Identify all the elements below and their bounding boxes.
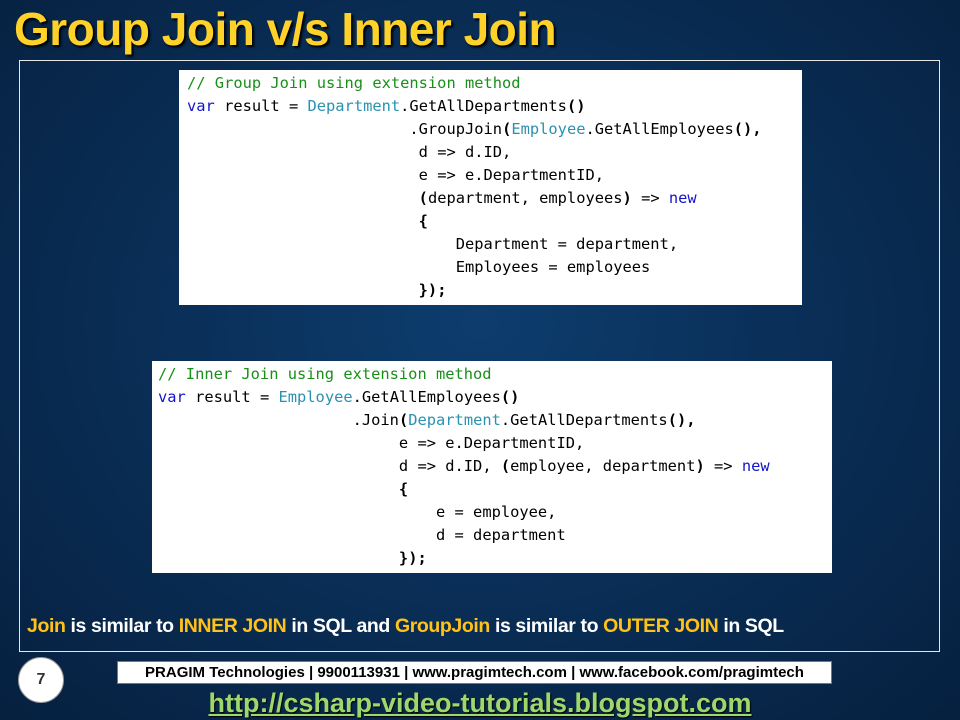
code-paren: )	[622, 189, 632, 207]
code-text: d => d.ID,	[418, 143, 512, 161]
code-indent	[187, 166, 419, 184]
code-text: d = department	[435, 526, 566, 544]
code-comment: // Group Join using extension method	[187, 74, 521, 92]
summary-outer-join: OUTER JOIN	[603, 615, 719, 637]
code-indent	[187, 212, 419, 230]
code-indent	[158, 411, 353, 429]
code-type: Employee	[511, 120, 586, 138]
code-comment: // Inner Join using extension method	[158, 365, 492, 383]
code-indent	[158, 480, 399, 498]
code-text: result =	[214, 97, 308, 115]
code-text: .GetAllDepartments	[400, 97, 567, 115]
code-indent	[158, 549, 399, 567]
code-line: });	[187, 279, 802, 302]
code-line: .Join(Department.GetAllDepartments(),	[158, 409, 832, 432]
code-line: });	[158, 547, 832, 570]
code-text: .GetAllDepartments	[500, 411, 668, 429]
code-keyword: var	[158, 388, 186, 406]
code-text: .GetAllEmployees	[585, 120, 734, 138]
code-line: d => d.ID,	[187, 141, 802, 164]
code-text: employee, department	[510, 457, 696, 475]
code-indent	[187, 281, 419, 299]
code-paren: (	[500, 457, 511, 475]
code-keyword: new	[741, 457, 770, 475]
code-indent	[187, 120, 409, 138]
code-brace: {	[418, 212, 428, 230]
code-line: (department, employees) => new	[187, 187, 802, 210]
code-paren: ()	[500, 388, 520, 406]
code-brace: });	[418, 281, 447, 299]
code-brace: });	[398, 549, 427, 567]
code-line: {	[158, 478, 832, 501]
summary-inner-join: INNER JOIN	[178, 615, 287, 637]
code-text: .GroupJoin	[409, 120, 503, 138]
code-paren: (),	[667, 411, 696, 429]
code-indent	[158, 503, 436, 521]
code-paren: (	[418, 189, 428, 207]
inner-join-code-block: // Inner Join using extension method var …	[152, 361, 832, 573]
code-text: Department = department,	[455, 235, 679, 253]
footer-info-bar: PRAGIM Technologies | 9900113931 | www.p…	[117, 661, 832, 684]
code-type: Employee	[278, 388, 353, 406]
code-paren: (	[502, 120, 512, 138]
code-line: e = employee,	[158, 501, 832, 524]
code-keyword: new	[668, 189, 697, 207]
code-paren: (),	[733, 120, 762, 138]
code-text: =>	[631, 189, 669, 207]
summary-text-part: in SQL	[718, 615, 784, 637]
code-line: // Group Join using extension method	[187, 72, 802, 95]
summary-text-part: in SQL and	[286, 615, 395, 637]
code-line: {	[187, 210, 802, 233]
code-line: var result = Department.GetAllDepartment…	[187, 95, 802, 118]
code-text: department, employees	[427, 189, 623, 207]
code-text: result =	[185, 388, 279, 406]
code-line: // Inner Join using extension method	[158, 363, 832, 386]
code-line: d = department	[158, 524, 832, 547]
summary-text: Join is similar to INNER JOIN in SQL and…	[27, 615, 784, 638]
slide-number-badge: 7	[18, 657, 64, 703]
code-text: .GetAllEmployees	[352, 388, 501, 406]
summary-text-part: is similar to	[65, 615, 179, 637]
code-indent	[187, 258, 456, 276]
code-paren: )	[695, 457, 705, 475]
slide-title: Group Join v/s Inner Join	[14, 3, 557, 55]
code-line: var result = Employee.GetAllEmployees()	[158, 386, 832, 409]
code-type: Department	[307, 97, 401, 115]
code-text: d => d.ID,	[398, 457, 501, 475]
group-join-code-block: // Group Join using extension method var …	[179, 70, 802, 305]
code-text: .Join	[352, 411, 399, 429]
code-indent	[187, 235, 456, 253]
code-indent	[158, 457, 399, 475]
code-indent	[187, 189, 419, 207]
summary-join: Join	[27, 615, 66, 637]
code-text: e => e.DepartmentID,	[398, 434, 585, 452]
summary-text-part: is similar to	[489, 615, 604, 637]
code-line: .GroupJoin(Employee.GetAllEmployees(),	[187, 118, 802, 141]
code-brace: {	[398, 480, 409, 498]
code-text: e = employee,	[435, 503, 557, 521]
code-text: e => e.DepartmentID,	[418, 166, 604, 184]
code-paren: ()	[566, 97, 586, 115]
summary-group-join: GroupJoin	[394, 615, 490, 637]
code-line: d => d.ID, (employee, department) => new	[158, 455, 832, 478]
code-line: Employees = employees	[187, 256, 802, 279]
content-frame	[19, 60, 940, 652]
code-line: e => e.DepartmentID,	[158, 432, 832, 455]
code-indent	[158, 434, 399, 452]
code-line: Department = department,	[187, 233, 802, 256]
code-indent	[187, 143, 419, 161]
code-indent	[158, 526, 436, 544]
blog-link[interactable]: http://csharp-video-tutorials.blogspot.c…	[208, 688, 752, 718]
code-paren: (	[398, 411, 409, 429]
code-type: Department	[408, 411, 501, 429]
code-text: Employees = employees	[455, 258, 651, 276]
code-line: e => e.DepartmentID,	[187, 164, 802, 187]
code-keyword: var	[187, 97, 215, 115]
code-text: =>	[704, 457, 742, 475]
